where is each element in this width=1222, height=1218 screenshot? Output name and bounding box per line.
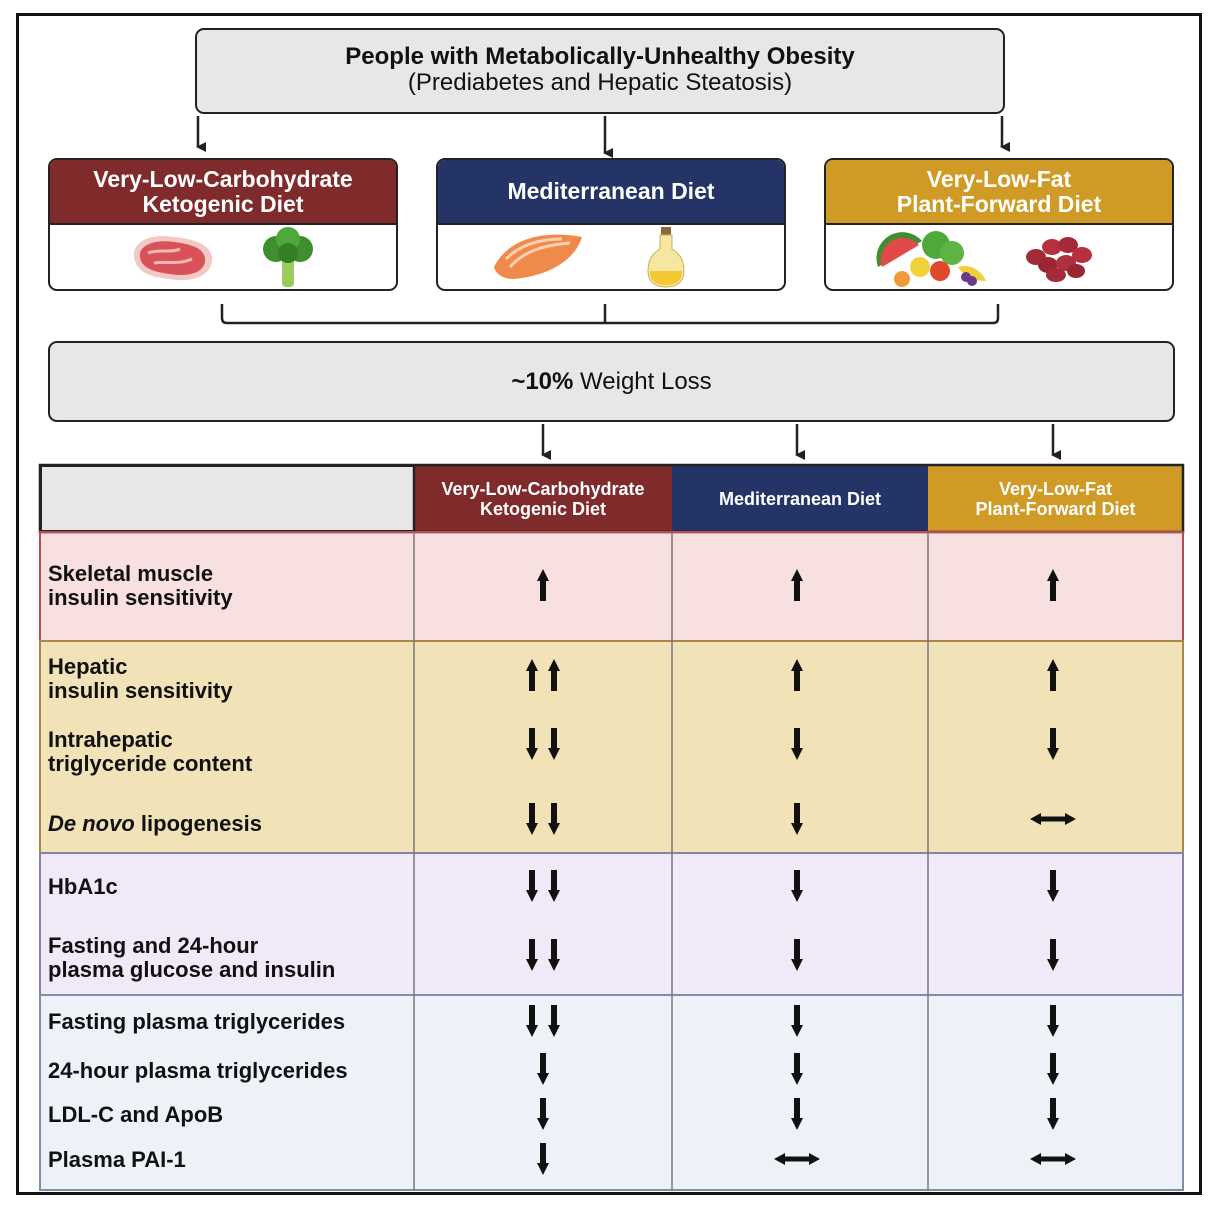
column-line1: Very-Low-Carbohydrate — [441, 478, 645, 499]
arrow-down-icon — [1047, 728, 1059, 760]
arrow-down-icon — [1047, 1053, 1059, 1085]
weight-loss-label: Weight Loss — [573, 367, 712, 395]
weight-loss-percent: ~10% — [511, 367, 574, 395]
steak-icon — [133, 235, 213, 281]
band-liver — [40, 641, 1183, 853]
diet-header-line1: Very-Low-Carbohydrate — [93, 165, 353, 192]
broccoli-icon — [263, 227, 313, 287]
table-header-mediterranean: Mediterranean Diet — [672, 465, 928, 532]
row-label-hba1c: HbA1c — [48, 874, 118, 899]
arrow-down-icon — [537, 1098, 549, 1130]
no-change-arrow-icon — [1030, 1153, 1076, 1165]
arrow-up-icon — [791, 569, 803, 601]
weight-loss-text: ~10% Weight Loss — [511, 368, 711, 396]
weight-loss-box: ~10% Weight Loss — [48, 341, 1175, 422]
diet-box-mediterranean: Mediterranean Diet — [436, 158, 786, 291]
arrow-down-icon — [537, 1143, 549, 1175]
diet-header-line1: Mediterranean Diet — [507, 178, 715, 204]
band-lipids — [40, 995, 1183, 1190]
arrow-down-icon — [537, 1053, 549, 1085]
salmon-icon — [494, 234, 582, 279]
column-line2: Ketogenic Diet — [479, 498, 606, 519]
arrow-down-icon — [791, 939, 803, 971]
arrow-down-icon — [1047, 1005, 1059, 1037]
diet-header-line2: Ketogenic Diet — [142, 190, 304, 217]
column-line1: Very-Low-Fat — [998, 478, 1112, 499]
diet-header-line2: Plant-Forward Diet — [896, 190, 1102, 217]
arrow-down-icon — [791, 803, 803, 835]
arrow-down-icon — [791, 1053, 803, 1085]
arrow-up-icon — [1047, 659, 1059, 691]
no-change-arrow-icon — [1030, 813, 1076, 825]
arrow-up-icon — [791, 659, 803, 691]
arrow-down-icon — [1047, 939, 1059, 971]
double-arrow-down-icon — [526, 728, 560, 760]
double-arrow-up-icon — [526, 659, 560, 691]
fruits-vegetables-icon — [876, 231, 986, 287]
band-glycemic — [40, 853, 1183, 995]
arrow-down-icon — [791, 728, 803, 760]
population-subtitle: (Prediabetes and Hepatic Steatosis) — [407, 69, 793, 96]
row-label-ldl-apob: LDL-C and ApoB — [48, 1102, 224, 1127]
arrow-up-icon — [1047, 569, 1059, 601]
beans-icon — [1026, 237, 1092, 282]
population-box: People with Metabolically-Unhealthy Obes… — [195, 28, 1005, 114]
arrow-up-icon — [537, 569, 549, 601]
row-label-de-novo-lipogenesis: De novo lipogenesis — [48, 811, 262, 836]
arrow-down-icon — [1047, 1098, 1059, 1130]
double-arrow-down-icon — [526, 939, 560, 971]
olive-oil-icon — [647, 227, 685, 288]
column-line2: Plant-Forward Diet — [975, 498, 1136, 519]
double-arrow-down-icon — [526, 803, 560, 835]
row-label-fasting-tg: Fasting plasma triglycerides — [48, 1009, 346, 1034]
band-skeletal-muscle — [40, 532, 1183, 641]
no-change-arrow-icon — [774, 1153, 820, 1165]
diet-header-line1: Very-Low-Fat — [926, 165, 1072, 192]
arrow-down-icon — [791, 1098, 803, 1130]
arrow-down-icon — [1047, 870, 1059, 902]
double-arrow-down-icon — [526, 870, 560, 902]
column-line1: Mediterranean Diet — [718, 488, 882, 509]
population-title: People with Metabolically-Unhealthy Obes… — [345, 43, 855, 70]
row-label-24h-tg: 24-hour plasma triglycerides — [48, 1058, 348, 1083]
arrow-down-icon — [791, 870, 803, 902]
double-arrow-down-icon — [526, 1005, 560, 1037]
arrow-down-icon — [791, 1005, 803, 1037]
row-label-pai1: Plasma PAI-1 — [48, 1147, 186, 1172]
diet-header-mediterranean: Mediterranean Diet — [438, 160, 784, 225]
